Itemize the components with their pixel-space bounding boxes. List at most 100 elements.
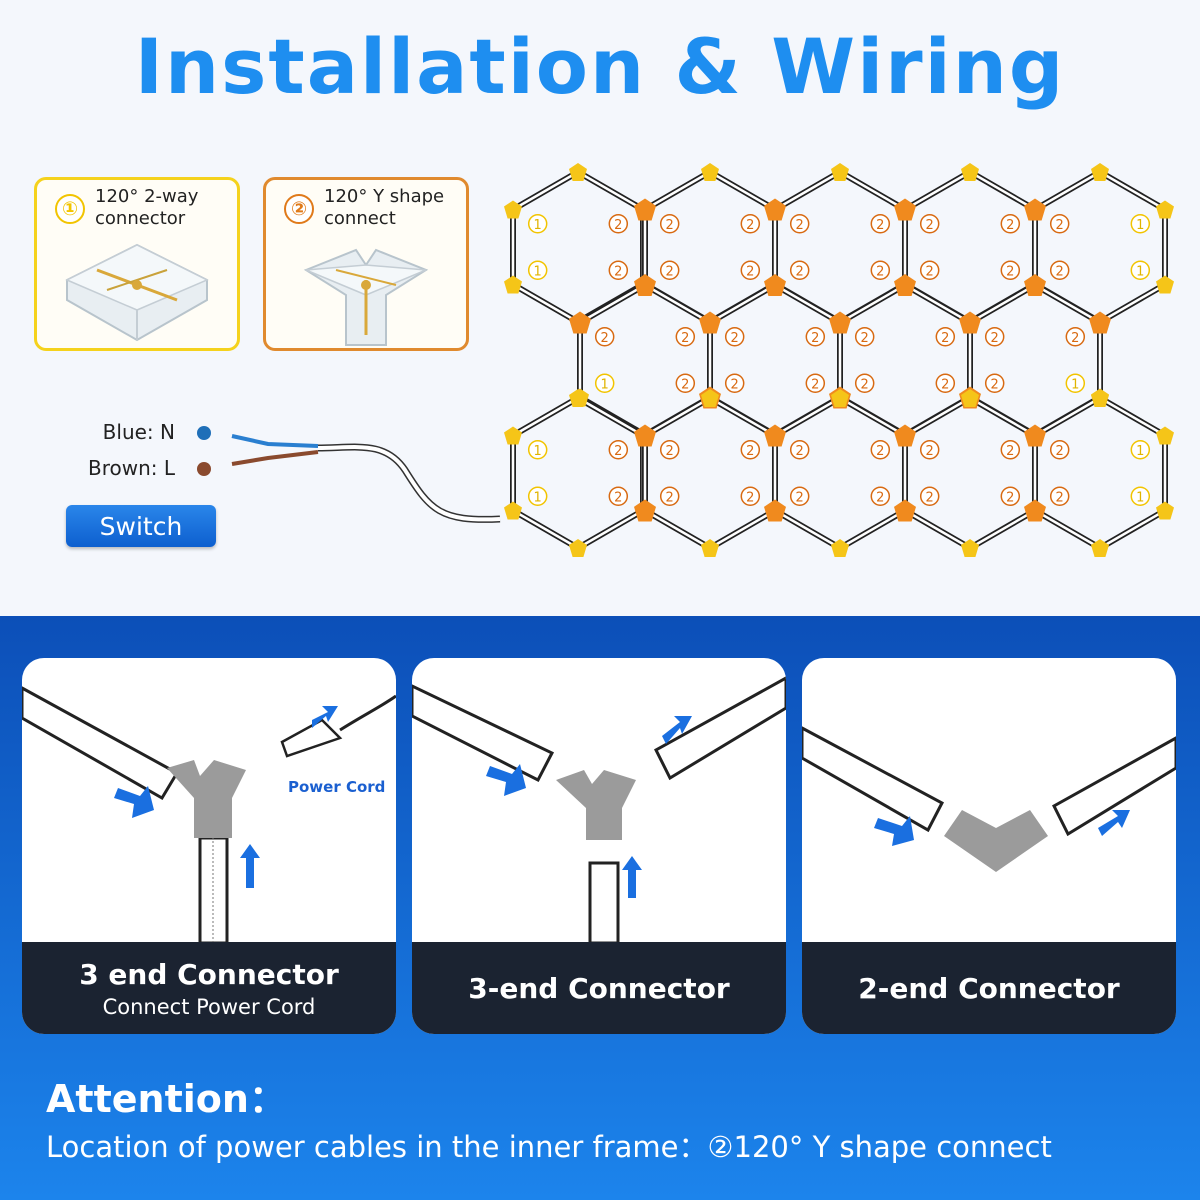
power-cord-callout: Power Cord [288,778,386,796]
svg-text:2: 2 [614,218,622,233]
svg-text:1: 1 [1136,264,1144,279]
marker-label-2: 2 [740,260,761,280]
y-shape-connector-marker [1089,311,1111,334]
y-shape-connector-marker [894,424,916,447]
svg-text:1: 1 [601,377,609,392]
marker-label-2: 2 [1000,486,1021,506]
two-way-connector-marker [1091,539,1109,557]
arrow-icon [662,716,692,744]
svg-text:2: 2 [681,331,689,346]
attention-title: Attention： [46,1077,287,1121]
two-way-connector-marker [701,389,719,407]
svg-text:2: 2 [861,331,869,346]
marker-label-2: 2 [1049,260,1070,280]
marker-label-2: 2 [805,373,826,393]
marker-label-2: 2 [659,260,680,280]
connector-number-2: ② [284,194,314,224]
svg-text:2: 2 [811,377,819,392]
y-shape-connector-marker [634,274,656,296]
svg-text:2: 2 [876,218,884,233]
two-way-connector-marker [569,163,587,181]
marker-label-1: 1 [527,486,548,506]
panel-caption: 2-end Connector [802,942,1176,1034]
svg-text:2: 2 [601,331,609,346]
two-way-connector-marker [961,389,979,407]
marker-label-2: 2 [870,486,891,506]
svg-text:2: 2 [1006,218,1014,233]
two-way-connector-image [65,243,209,342]
blue-dot-icon [197,426,211,440]
switch-button[interactable]: Switch [66,505,216,547]
two-way-connector-marker [831,539,849,557]
svg-text:2: 2 [746,264,754,279]
svg-text:2: 2 [666,218,674,233]
marker-label-2: 2 [870,214,891,234]
svg-text:2: 2 [681,377,689,392]
svg-text:2: 2 [796,490,804,505]
svg-text:2: 2 [876,490,884,505]
y-shape-connector-marker [634,499,656,522]
y-shape-connector-image [303,248,429,346]
svg-text:2: 2 [746,218,754,233]
svg-text:2: 2 [796,264,804,279]
marker-label-1: 1 [1130,440,1151,460]
arrow-icon [1098,810,1130,836]
svg-text:2: 2 [926,218,934,233]
svg-text:2: 2 [746,444,754,459]
svg-text:2: 2 [861,377,869,392]
svg-text:2: 2 [666,264,674,279]
two-way-connector-marker [831,389,849,407]
marker-label-2: 2 [1000,260,1021,280]
svg-text:1: 1 [534,218,542,233]
y-shape-connector-marker [959,311,981,334]
marker-label-2: 2 [984,373,1005,393]
svg-text:2: 2 [666,490,674,505]
marker-label-2: 2 [594,327,615,347]
svg-text:2: 2 [926,490,934,505]
svg-text:1: 1 [1136,218,1144,233]
power-cable [231,434,501,523]
three-end-connection-illustration [412,676,786,945]
brown-dot-icon [197,462,211,476]
svg-text:2: 2 [614,444,622,459]
svg-text:2: 2 [991,331,999,346]
marker-label-1: 1 [527,214,548,234]
marker-label-2: 2 [854,373,875,393]
y-shape-connector-marker [764,499,786,522]
marker-label-2: 2 [789,214,810,234]
panel-caption: 3-end Connector [412,942,786,1034]
marker-label-2: 2 [740,440,761,460]
panel-caption: 3 end Connector Connect Power Cord [22,942,396,1034]
arrow-icon [240,844,260,888]
two-way-connector-marker [1156,275,1174,294]
blue-wire-label: Blue: N [102,420,175,444]
svg-text:2: 2 [926,444,934,459]
two-end-connection-illustration [802,726,1176,872]
arrow-icon [312,706,338,728]
marker-label-2: 2 [805,327,826,347]
marker-label-2: 2 [740,214,761,234]
svg-text:2: 2 [941,331,949,346]
svg-text:2: 2 [731,377,739,392]
marker-label-2: 2 [854,327,875,347]
marker-label-2: 2 [675,373,696,393]
two-way-connector-marker [1156,200,1174,219]
marker-label-2: 2 [1000,214,1021,234]
marker-label-2: 2 [919,440,940,460]
marker-label-2: 2 [608,486,629,506]
svg-text:2: 2 [811,331,819,346]
two-way-connector-marker [961,163,979,181]
marker-label-2: 2 [608,260,629,280]
svg-text:2: 2 [796,218,804,233]
marker-label-2: 2 [935,373,956,393]
svg-text:1: 1 [534,444,542,459]
svg-text:2: 2 [1006,490,1014,505]
svg-text:1: 1 [534,490,542,505]
marker-label-2: 2 [789,486,810,506]
marker-label-2: 2 [1049,486,1070,506]
connector-card-2way: ① 120° 2-way connector [34,177,240,351]
two-way-connector-marker [1091,389,1109,407]
svg-text:2: 2 [876,264,884,279]
panel-three-end-connector: 3-end Connector [412,658,786,1034]
